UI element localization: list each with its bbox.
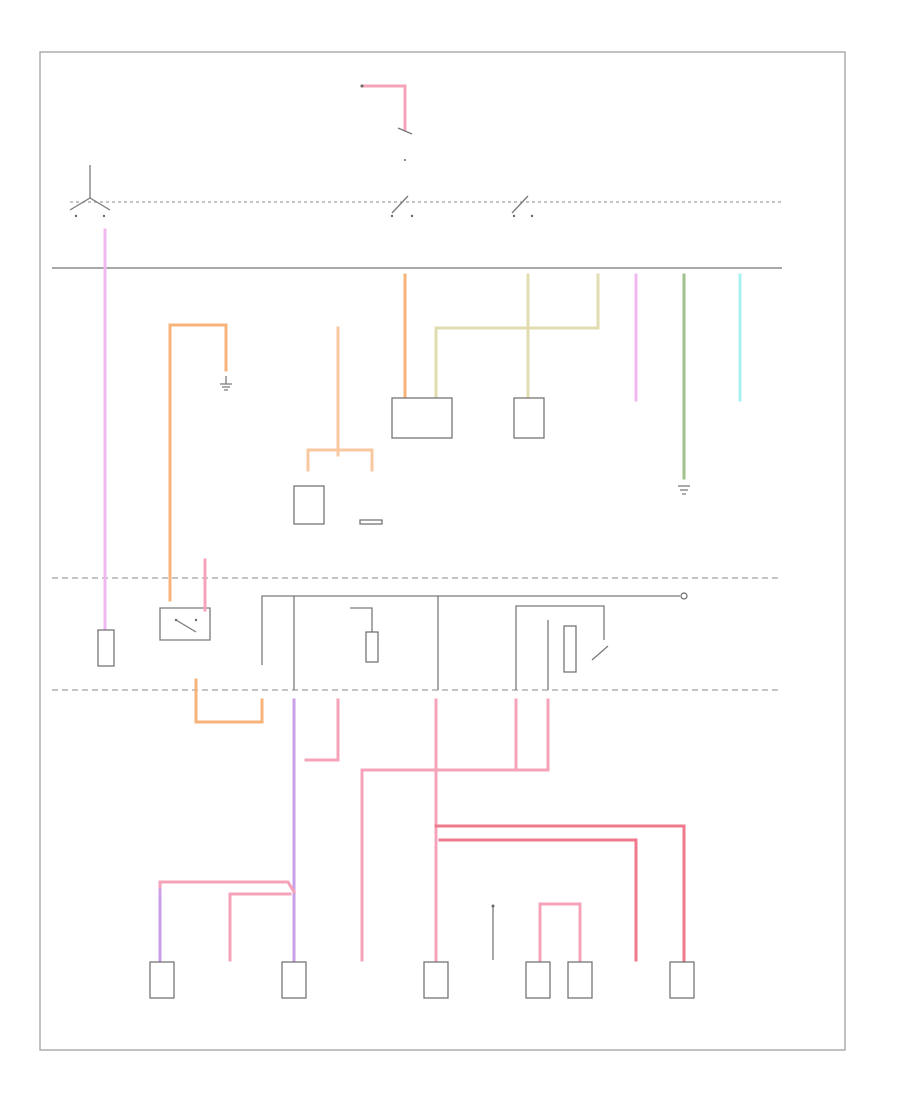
- switch-2: [391, 195, 409, 214]
- top-feed-group: [360, 84, 413, 161]
- fuse-left: [97, 629, 115, 667]
- middle-fuse-block: [97, 558, 688, 690]
- wire-pink-split: [538, 902, 582, 962]
- wire-pink-short: [304, 698, 340, 762]
- module-e: [567, 961, 593, 999]
- ground-symbol-2: [678, 485, 690, 495]
- upper-wires: [103, 228, 742, 642]
- module-a: [149, 961, 175, 999]
- wire-tan-2: [434, 273, 600, 402]
- module-d: [525, 961, 551, 999]
- upper-modules: [293, 397, 545, 525]
- module-right-lower: [359, 519, 383, 525]
- module-b: [281, 961, 307, 999]
- wire-lt-orange-split: [306, 448, 374, 472]
- relay-box: [159, 607, 211, 641]
- module-body-control-1: [391, 397, 453, 439]
- compressor-coil: [563, 625, 577, 673]
- lower-wires: [158, 678, 686, 962]
- wire-red-top: [434, 824, 686, 962]
- wire-pink-left-2: [228, 892, 292, 962]
- switch-1: [69, 197, 111, 211]
- wire-pink-right: [360, 698, 550, 962]
- ignition-switch-row: [69, 165, 782, 218]
- switch-top: [397, 127, 413, 135]
- module-c: [423, 961, 449, 999]
- diagram-frame: [39, 51, 846, 1051]
- module-powertrain: [513, 397, 545, 439]
- lower-modules: [149, 961, 695, 999]
- wire-orange-left: [168, 323, 228, 602]
- wire-orange-lower: [194, 678, 264, 724]
- wire-red-inner: [438, 838, 638, 962]
- ground-symbol: [220, 383, 232, 391]
- fuse-mid: [365, 631, 379, 663]
- wire-top-feed: [360, 84, 407, 132]
- module-left-lower: [293, 485, 325, 525]
- relay-contact: [175, 619, 197, 633]
- switch-3: [511, 195, 529, 214]
- compressor-contact: [591, 645, 609, 661]
- fuse-block-terminal: [680, 592, 688, 600]
- compressor-relay-loop: [515, 605, 605, 690]
- fuse-block-feed: [261, 595, 680, 665]
- module-f: [669, 961, 695, 999]
